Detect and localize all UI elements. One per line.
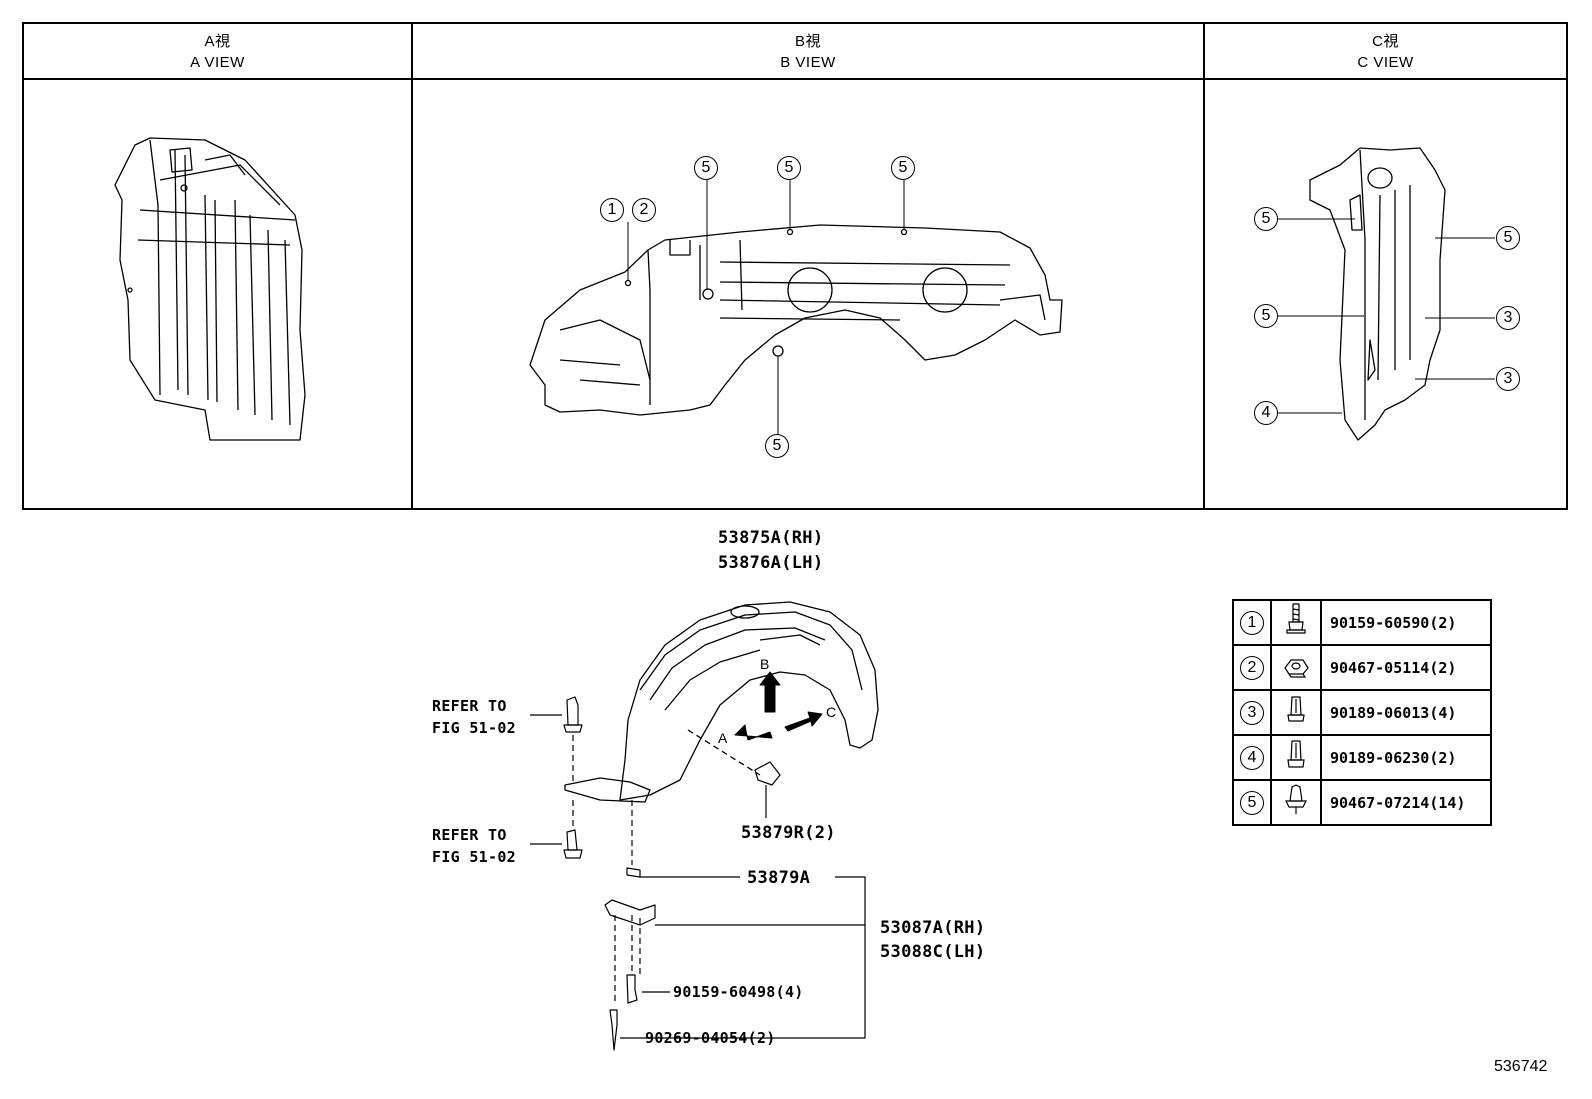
push-clip-icon bbox=[1270, 779, 1322, 826]
parts-number: 90189-06013(4) bbox=[1320, 689, 1492, 736]
parts-num: 2 bbox=[1240, 655, 1264, 680]
parts-number: 90467-07214(14) bbox=[1320, 779, 1492, 826]
b-callout-5d: 5 bbox=[765, 434, 789, 458]
parts-row: 2 90467-05114(2) bbox=[1232, 644, 1492, 691]
arrow-a-label: A bbox=[718, 730, 728, 746]
refer-1-line2: FIG 51-02 bbox=[432, 719, 516, 737]
b-callout-5b: 5 bbox=[777, 156, 801, 180]
clip-r-drawing bbox=[754, 761, 781, 818]
b-view-title-en: B VIEW bbox=[780, 54, 836, 71]
refer-2-line2: FIG 51-02 bbox=[432, 848, 516, 866]
parts-number: 90467-05114(2) bbox=[1320, 644, 1492, 691]
b-callout-5a: 5 bbox=[694, 156, 718, 180]
c-view-panel: C視 C VIEW bbox=[1203, 24, 1566, 508]
parts-row: 1 90159-60590(2) bbox=[1232, 599, 1492, 646]
nut-clip-icon bbox=[1270, 644, 1322, 691]
clip-icon bbox=[1270, 689, 1322, 736]
a-view-title-en: A VIEW bbox=[190, 54, 245, 71]
b-view-liner-drawing bbox=[529, 224, 1063, 416]
refer-2-line1: REFER TO bbox=[432, 826, 507, 844]
c-view-liner-drawing bbox=[1309, 147, 1446, 441]
c-view-title-en: C VIEW bbox=[1357, 54, 1414, 71]
b-callout-1: 1 bbox=[600, 198, 624, 222]
clip-r-label: 53879R(2) bbox=[741, 823, 836, 843]
bracket-lh-label: 53088C(LH) bbox=[880, 942, 986, 962]
screw-label: 90159-60498(4) bbox=[673, 983, 804, 1001]
parts-table: 1 90159-60590(2) 2 90467-05114(2) 3 9018… bbox=[1232, 599, 1492, 826]
a-view-header: A視 A VIEW bbox=[24, 24, 411, 80]
b-view-title-jp: B視 bbox=[794, 33, 821, 50]
c-callout-5b: 5 bbox=[1254, 304, 1278, 328]
a-view-liner-drawing bbox=[114, 137, 306, 441]
liner-lh-label: 53876A(LH) bbox=[718, 553, 824, 573]
clip-icon bbox=[1270, 734, 1322, 781]
parts-row: 3 90189-06013(4) bbox=[1232, 689, 1492, 736]
parts-number: 90159-60590(2) bbox=[1320, 599, 1492, 646]
arrow-b-label: B bbox=[760, 656, 770, 672]
bracket-rh-label: 53087A(RH) bbox=[880, 918, 986, 938]
parts-num: 3 bbox=[1240, 700, 1264, 725]
c-view-leaders bbox=[1278, 218, 1495, 414]
c-callout-3b: 3 bbox=[1496, 367, 1520, 391]
lower-bracket-drawing bbox=[604, 800, 866, 1051]
c-callout-3a: 3 bbox=[1496, 306, 1520, 330]
arrow-c-label: C bbox=[826, 704, 837, 720]
clip-a-label: 53879A bbox=[747, 868, 811, 888]
b-view-leaders bbox=[627, 180, 905, 434]
c-callout-5a: 5 bbox=[1254, 207, 1278, 231]
views-frame: A視 A VIEW B視 B VIEW C視 C VIEW bbox=[22, 22, 1568, 510]
main-liner-drawing bbox=[564, 601, 879, 803]
b-view-header: B視 B VIEW bbox=[413, 24, 1203, 80]
c-callout-5c: 5 bbox=[1496, 226, 1520, 250]
b-view-panel: B視 B VIEW bbox=[411, 24, 1203, 508]
bolt-upper bbox=[530, 696, 583, 785]
parts-num: 1 bbox=[1240, 610, 1264, 635]
rivet-label: 90269-04054(2) bbox=[645, 1029, 776, 1047]
c-view-header: C視 C VIEW bbox=[1205, 24, 1566, 80]
a-view-title-jp: A視 bbox=[204, 33, 231, 50]
liner-rh-label: 53875A(RH) bbox=[718, 528, 824, 548]
a-view-panel: A視 A VIEW bbox=[24, 24, 411, 508]
bolt-lower bbox=[530, 800, 583, 859]
parts-num: 4 bbox=[1240, 745, 1264, 770]
diagram-code: 536742 bbox=[1494, 1058, 1548, 1075]
c-view-title-jp: C視 bbox=[1372, 33, 1399, 50]
parts-num: 5 bbox=[1240, 790, 1264, 815]
bolt-icon bbox=[1270, 599, 1322, 646]
b-callout-2: 2 bbox=[632, 198, 656, 222]
b-callout-5c: 5 bbox=[891, 156, 915, 180]
view-arrows bbox=[734, 671, 823, 741]
parts-row: 4 90189-06230(2) bbox=[1232, 734, 1492, 781]
parts-number: 90189-06230(2) bbox=[1320, 734, 1492, 781]
c-callout-4: 4 bbox=[1254, 401, 1278, 425]
parts-row: 5 90467-07214(14) bbox=[1232, 779, 1492, 826]
refer-1-line1: REFER TO bbox=[432, 697, 507, 715]
